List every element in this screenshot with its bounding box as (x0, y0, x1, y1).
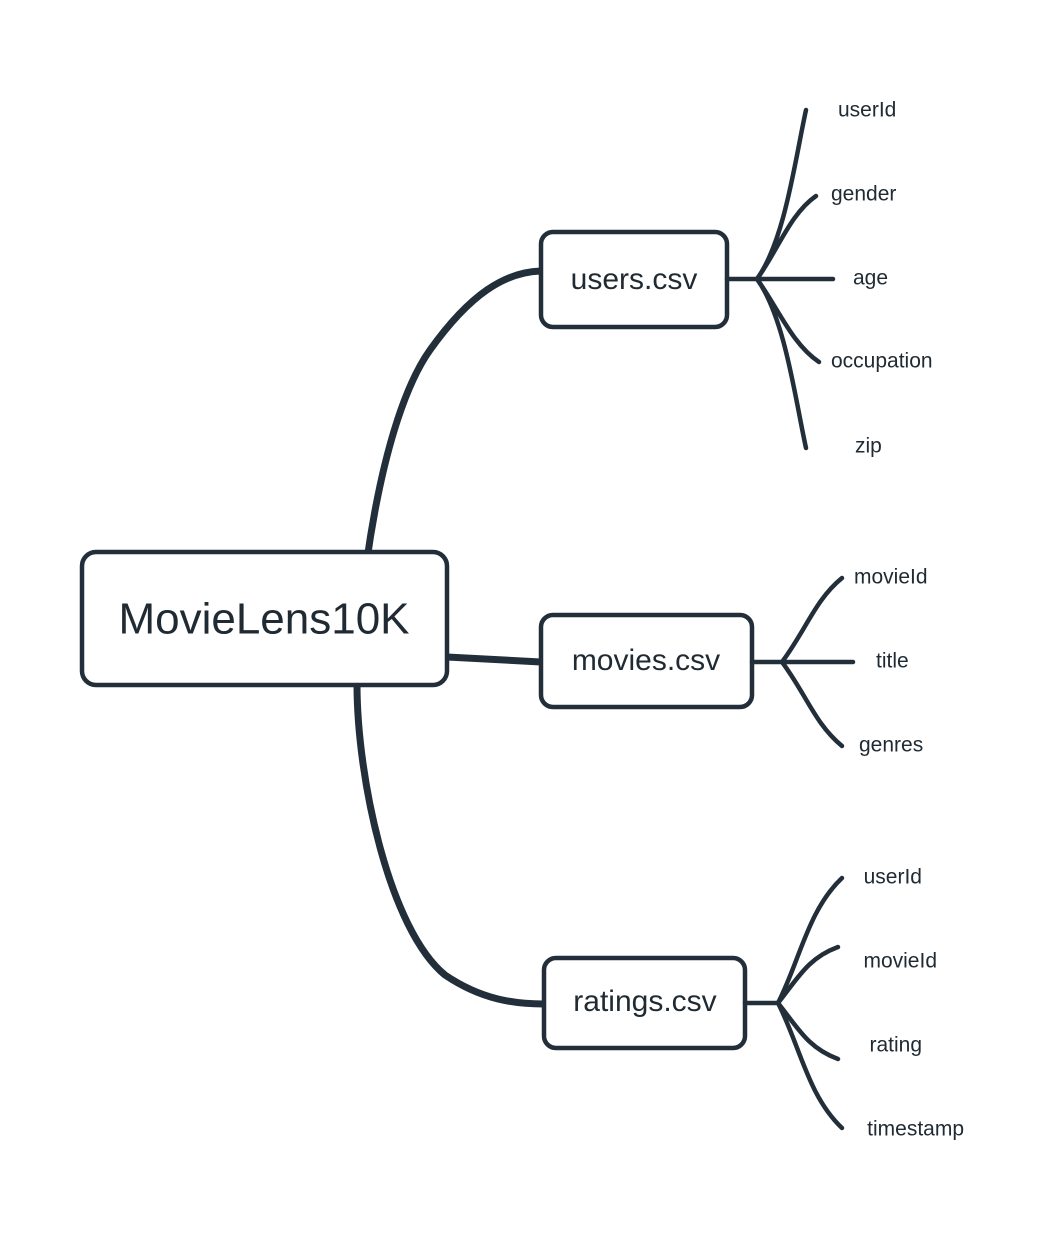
branch-movies[interactable]: movies.csv (538, 612, 755, 710)
leaf-label-movies-movieid: movieId (854, 566, 928, 589)
leaf-label-ratings-movieid: movieId (863, 950, 937, 973)
leaf-label-users-age: age (853, 267, 888, 290)
leaf-label-ratings-timestamp: timestamp (867, 1118, 964, 1141)
branch-users[interactable]: users.csv (538, 229, 730, 330)
leaf-edge-movies-movieid (779, 575, 845, 665)
leaf-label-ratings-userid: userId (864, 866, 922, 889)
leaf-label-ratings-rating: rating (869, 1034, 922, 1057)
leaf-label-users-gender: gender (831, 183, 896, 206)
leaf-edge-ratings-timestamp (775, 1000, 845, 1131)
branch-ratings-label: ratings.csv (573, 985, 716, 1018)
root-node[interactable]: MovieLens10K (79, 549, 450, 688)
edge-root-to-movies (443, 653, 545, 666)
edge-root-to-ratings (353, 680, 548, 1008)
leaf-edge-ratings-movieid (775, 944, 841, 1006)
leaf-edge-ratings-rating (775, 1000, 841, 1062)
root-node-label: MovieLens10K (118, 595, 409, 644)
leaf-label-movies-genres: genres (859, 734, 923, 757)
leaf-edge-users-gender (754, 193, 819, 282)
leaf-edge-ratings-userid (775, 875, 845, 1006)
leaf-label-users-userid: userId (838, 99, 896, 122)
leaf-edge-movies-genres (779, 659, 845, 749)
leaf-label-movies-title: title (876, 650, 909, 673)
leaf-label-users-occupation: occupation (831, 350, 933, 373)
branch-movies-label: movies.csv (572, 644, 720, 677)
leaf-edge-users-zip (754, 276, 809, 451)
branch-ratings[interactable]: ratings.csv (541, 955, 748, 1051)
leaf-label-users-zip: zip (855, 435, 882, 458)
leaf-edge-users-userid (754, 107, 809, 282)
root-node-box (79, 549, 450, 688)
branch-users-label: users.csv (571, 263, 698, 296)
